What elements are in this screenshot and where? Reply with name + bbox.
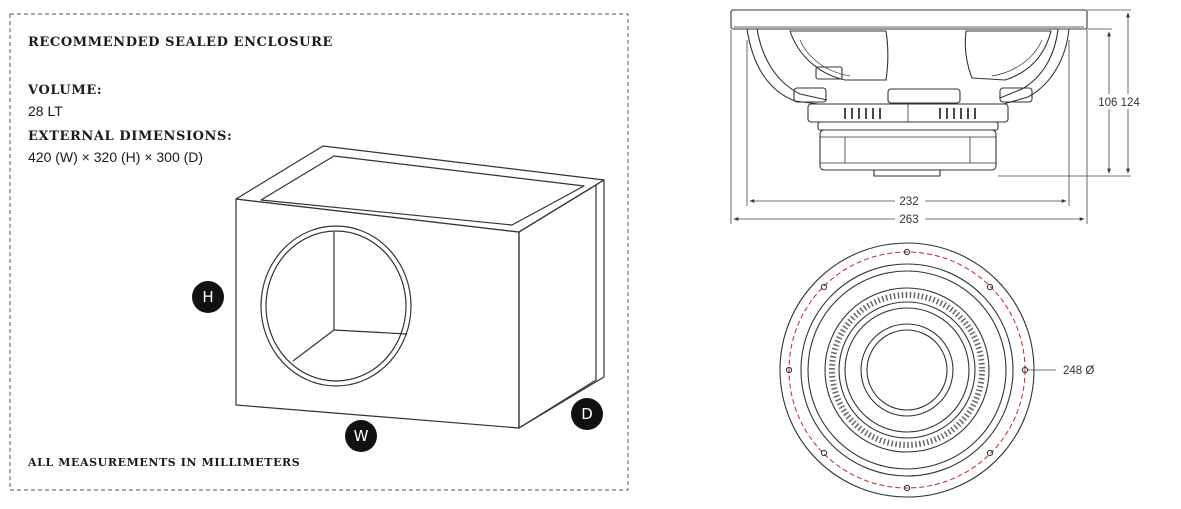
box-side-inner — [518, 184, 597, 429]
woofer-cutout-inner — [265, 230, 407, 382]
surround-texture — [829, 292, 985, 448]
footnote: All measurements in millimeters — [27, 456, 300, 469]
dim-diameter: 248 Ø — [1063, 365, 1094, 377]
box-top-inner — [260, 155, 585, 226]
front-view — [779, 242, 1035, 498]
basket-inner-right — [999, 28, 1059, 99]
magnet-plate — [817, 121, 999, 131]
cutout-inner-edge — [292, 232, 408, 362]
volume-value: 28 LT — [28, 103, 63, 119]
depth-badge: D — [571, 398, 603, 430]
svg-text:D: D — [581, 405, 593, 423]
basket-outline — [746, 28, 1070, 106]
gasket-ring — [800, 263, 1014, 477]
outer-rim — [779, 242, 1035, 498]
dimensions-value: 420 (W) × 320 (H) × 300 (D) — [28, 149, 203, 165]
basket-inner-left — [756, 28, 828, 101]
box-front-face — [235, 198, 520, 429]
dim-heights: 106 124 — [1098, 97, 1140, 109]
surround-inner — [838, 301, 976, 439]
basket-window-right — [964, 30, 1052, 81]
side-profile-view — [730, 9, 1088, 177]
enclosure-title: Recommended Sealed Enclosure — [28, 35, 333, 50]
cone-edge — [844, 307, 970, 433]
enclosure-box — [235, 145, 605, 429]
mounting-circle — [788, 251, 1026, 489]
dust-cap-outer — [860, 323, 954, 417]
surround-outer — [824, 287, 990, 453]
vent-slots — [844, 108, 976, 119]
mounting-flange — [730, 9, 1088, 30]
dim-outer-width: 263 — [899, 214, 918, 226]
magnet-motor — [819, 129, 997, 171]
terminal-block — [815, 66, 843, 80]
height-badge: H — [192, 281, 224, 313]
svg-text:H: H — [202, 288, 213, 306]
basket-window-left — [789, 30, 889, 81]
dashed-frame — [9, 13, 629, 491]
enclosure-panel: Recommended Sealed Enclosure Volume: 28 … — [9, 13, 629, 491]
svg-text:W: W — [354, 427, 369, 445]
dim-inner-width: 232 — [899, 196, 918, 208]
dust-cap-inner — [866, 329, 948, 411]
dimensions-label: External Dimensions: — [28, 129, 232, 144]
volume-label: Volume: — [27, 83, 102, 98]
width-badge: W — [345, 420, 377, 452]
woofer-cutout-outer — [260, 225, 412, 387]
mounting-holes — [785, 248, 1029, 492]
